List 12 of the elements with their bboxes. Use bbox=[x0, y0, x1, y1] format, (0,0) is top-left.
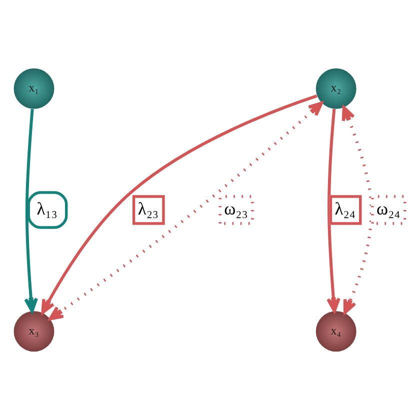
node-circle: x₂ bbox=[316, 68, 356, 109]
node-circle: x₃ bbox=[14, 311, 54, 352]
arrow bbox=[326, 108, 340, 312]
edge-label: λ₁₃ bbox=[36, 198, 58, 219]
node-circle: x₁ bbox=[14, 68, 54, 109]
edge-label: ω₂₄ bbox=[376, 198, 400, 219]
arrow bbox=[24, 108, 38, 313]
edge-label: λ₂₃ bbox=[138, 198, 159, 219]
node-circle: x₄ bbox=[316, 311, 356, 352]
edge-label: λ₂₄ bbox=[334, 198, 356, 219]
arrow bbox=[342, 106, 373, 314]
edge-label: ω₂₃ bbox=[224, 198, 248, 219]
